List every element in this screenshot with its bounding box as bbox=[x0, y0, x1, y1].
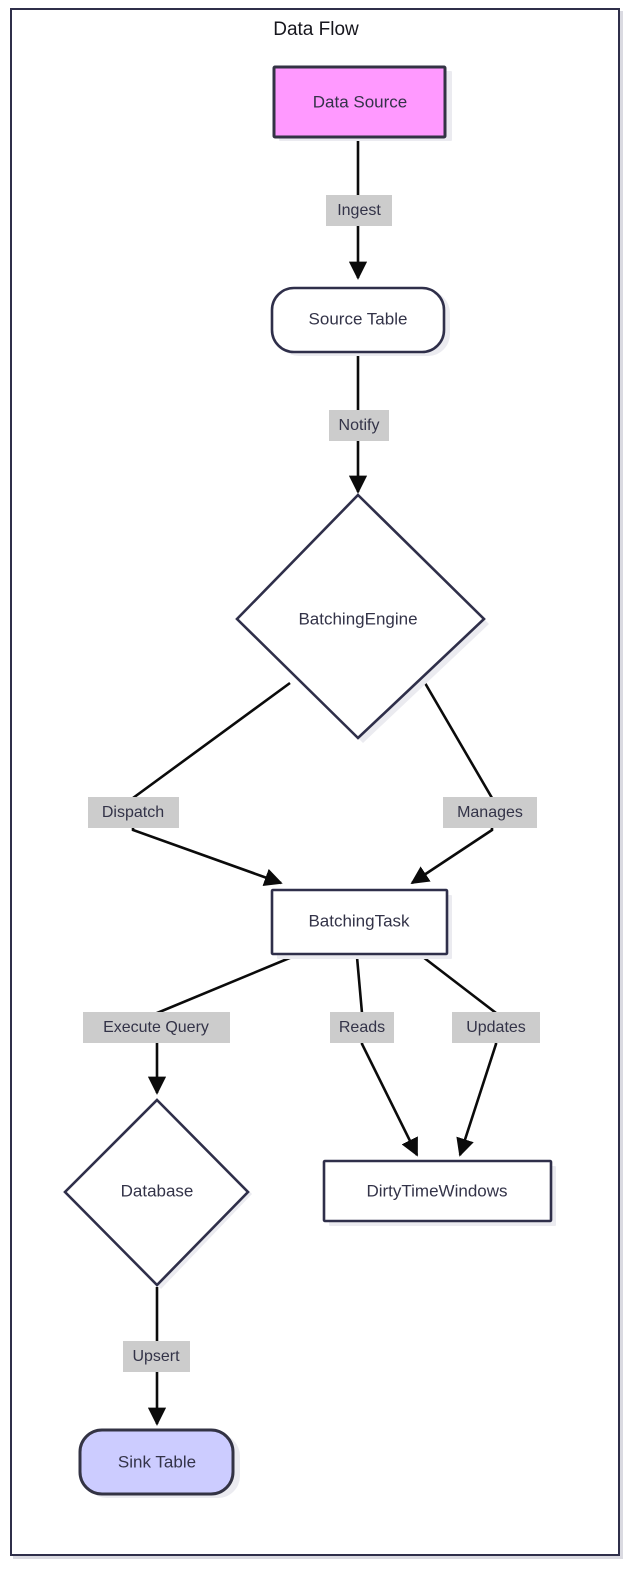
edge-label-notify-text: Notify bbox=[339, 417, 380, 434]
data-source-label: Data Source bbox=[313, 92, 408, 111]
node-source-table[interactable]: Source Table bbox=[270, 286, 450, 356]
node-dirty-time-windows[interactable]: DirtyTimeWindows bbox=[322, 1159, 556, 1226]
edge-label-upsert-text: Upsert bbox=[132, 1348, 180, 1365]
batching-task-label: BatchingTask bbox=[308, 911, 410, 930]
node-sink-table[interactable]: Sink Table bbox=[78, 1428, 240, 1498]
edge-label-manages-text: Manages bbox=[457, 804, 523, 821]
edge-label-reads: Reads bbox=[330, 1012, 394, 1043]
sink-table-label: Sink Table bbox=[118, 1452, 196, 1471]
database-label: Database bbox=[121, 1181, 194, 1200]
sink-table-box[interactable] bbox=[78, 1428, 235, 1496]
batching-task-box[interactable] bbox=[270, 888, 449, 956]
edge-label-updates: Updates bbox=[452, 1012, 540, 1043]
node-batching-engine[interactable]: BatchingEngine bbox=[235, 493, 489, 743]
edge-label-ingest: Ingest bbox=[326, 195, 392, 226]
edge-label-upsert: Upsert bbox=[123, 1341, 190, 1372]
edge-label-reads-text: Reads bbox=[339, 1019, 385, 1036]
edge-updates bbox=[422, 955, 498, 1157]
edge-label-dispatch-text: Dispatch bbox=[102, 804, 164, 821]
database-diamond[interactable] bbox=[63, 1098, 250, 1287]
edge-label-execute-query: Execute Query bbox=[83, 1012, 230, 1043]
edge-dispatch bbox=[131, 681, 291, 887]
node-batching-task[interactable]: BatchingTask bbox=[270, 888, 452, 959]
edge-label-updates-text: Updates bbox=[466, 1019, 526, 1036]
edge-label-dispatch: Dispatch bbox=[88, 797, 179, 828]
edge-label-manages: Manages bbox=[443, 797, 537, 828]
nodes-layer: Data Source Source Table BatchingEngine … bbox=[63, 65, 556, 1498]
batching-engine-diamond[interactable] bbox=[235, 493, 486, 740]
edge-labels-layer: Ingest Notify Dispatch Manages Execute Q… bbox=[83, 195, 540, 1372]
data-source-box[interactable] bbox=[272, 65, 447, 139]
edge-label-notify: Notify bbox=[329, 410, 389, 441]
node-database[interactable]: Database bbox=[63, 1098, 252, 1289]
node-data-source[interactable]: Data Source bbox=[272, 65, 452, 141]
edge-reads bbox=[355, 956, 419, 1157]
edge-label-ingest-text: Ingest bbox=[337, 202, 381, 219]
edge-label-execute-query-text: Execute Query bbox=[103, 1019, 209, 1036]
source-table-label: Source Table bbox=[309, 309, 408, 328]
source-table-box[interactable] bbox=[270, 286, 446, 354]
batching-engine-label: BatchingEngine bbox=[298, 609, 417, 628]
diagram-title: Data Flow bbox=[273, 19, 359, 40]
dirty-time-windows-box[interactable] bbox=[322, 1159, 553, 1223]
dirty-time-windows-label: DirtyTimeWindows bbox=[366, 1181, 507, 1200]
edge-manages bbox=[410, 682, 494, 885]
diagram-frame bbox=[10, 8, 620, 1556]
